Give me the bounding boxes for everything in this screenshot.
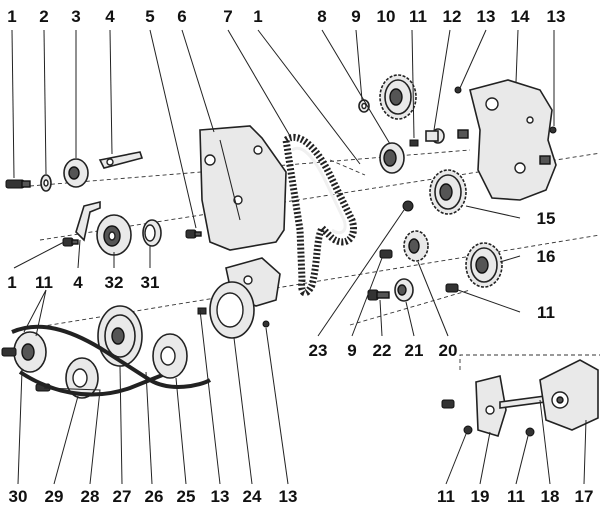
callout-label: 8 (317, 7, 326, 26)
callout-label: 11 (507, 487, 525, 506)
sprocket-8 (379, 142, 405, 174)
callouts-bottom: 30 29 28 27 26 25 13 24 13 11 19 11 18 1… (9, 487, 594, 506)
washer-2-hole (43, 179, 49, 187)
cover-hole (485, 97, 499, 111)
callout-label: 6 (177, 7, 186, 26)
bolt-13-left (197, 307, 207, 315)
tension-bracket-4 (75, 200, 101, 242)
callouts-center-bottom: 23 9 22 21 20 (309, 341, 458, 360)
cover-hole (253, 145, 263, 155)
callout-label: 17 (575, 487, 594, 506)
callout-label: 22 (373, 341, 392, 360)
callout-label: 11 (409, 7, 427, 26)
callout-label: 32 (105, 273, 124, 292)
bolt-13-lower (262, 320, 270, 328)
callout-label: 18 (541, 487, 560, 506)
callout-label: 23 (309, 341, 328, 360)
bolt-5 (185, 229, 202, 239)
callout-label: 13 (211, 487, 230, 506)
bolt-11-right (445, 283, 459, 293)
callout-label: 11 (437, 487, 455, 506)
bolt-9-mid (379, 249, 393, 259)
callout-label: 10 (377, 7, 396, 26)
nut-23 (402, 200, 414, 212)
leader-lines (11, 29, 587, 485)
callout-label: 4 (73, 273, 83, 292)
bolt-11-top (409, 139, 419, 147)
callout-label: 11 (35, 273, 53, 292)
bolt-13-top-b (549, 126, 557, 134)
callout-label: 20 (439, 341, 458, 360)
cover-clip (539, 155, 551, 165)
callout-label: 13 (547, 7, 566, 26)
sprocket-20 (403, 230, 429, 262)
cover-hole (204, 154, 216, 166)
callout-label: 1 (253, 7, 262, 26)
sprocket-16 (465, 242, 503, 288)
callout-label: 12 (443, 7, 462, 26)
bolt-13-top-a (454, 86, 462, 94)
callouts-left-mid: 1 4 32 31 11 (7, 273, 159, 292)
crank-pulley-27 (97, 305, 143, 367)
pulley-30 (13, 331, 47, 373)
bolt-11-br-b (463, 425, 473, 435)
callout-label: 26 (145, 487, 164, 506)
timing-belt-7 (282, 134, 357, 297)
cover-hole (526, 116, 534, 124)
callout-label: 13 (477, 7, 496, 26)
callout-label: 13 (279, 487, 298, 506)
callout-label: 5 (145, 7, 154, 26)
pulley-25 (152, 333, 188, 379)
cover-hole (514, 162, 526, 174)
callout-label: 1 (7, 273, 16, 292)
callout-label: 7 (223, 7, 232, 26)
seal-ring-31 (142, 219, 162, 247)
sprocket-15 (429, 169, 467, 215)
upper-timing-cover-6 (199, 125, 287, 251)
callout-label: 9 (347, 341, 356, 360)
callout-label: 19 (471, 487, 490, 506)
cover-rib (219, 139, 241, 221)
camshaft-sprocket-10 (379, 74, 417, 120)
pulley-29 (65, 357, 99, 399)
washer-9-top (358, 99, 370, 113)
bracket-4-top (98, 151, 144, 169)
callout-label: 21 (405, 341, 424, 360)
callout-label: 4 (105, 7, 115, 26)
callout-label: 24 (243, 487, 262, 506)
bolt-11-br-a (441, 399, 455, 409)
callout-label: 16 (537, 247, 556, 266)
callout-label: 31 (141, 273, 160, 292)
idler-roller-3 (63, 158, 89, 188)
callout-label: 27 (113, 487, 132, 506)
bolt-1-mid (62, 237, 79, 247)
housing-17 (539, 359, 599, 431)
callout-label: 2 (39, 7, 48, 26)
bolt-1-top (5, 179, 31, 189)
lower-timing-cover-24 (209, 281, 255, 339)
callout-label: 29 (45, 487, 64, 506)
callouts-top: 1 2 3 4 5 6 7 1 8 9 10 11 12 13 14 13 (7, 7, 565, 26)
callout-label: 30 (9, 487, 28, 506)
callout-label: 28 (81, 487, 100, 506)
callout-label: 9 (351, 7, 360, 26)
callout-label: 25 (177, 487, 196, 506)
callout-label: 14 (511, 7, 530, 26)
callout-label: 1 (7, 7, 16, 26)
v-belt-26-lower (18, 370, 171, 397)
callout-label: 15 (537, 209, 556, 228)
rear-cover-14 (469, 79, 557, 201)
bracket-19 (475, 375, 507, 437)
callout-label: 11 (537, 303, 555, 322)
cover-clip (457, 129, 469, 139)
pulley-21 (394, 278, 414, 302)
callouts-right-mid: 15 16 11 (537, 209, 556, 322)
bolt-11-left (1, 347, 17, 357)
tensioner-pulley-32 (96, 214, 132, 256)
callout-label: 3 (71, 7, 80, 26)
bushing-12 (425, 128, 445, 144)
bolt-22 (367, 289, 390, 301)
bolt-11-br-c (525, 427, 535, 437)
